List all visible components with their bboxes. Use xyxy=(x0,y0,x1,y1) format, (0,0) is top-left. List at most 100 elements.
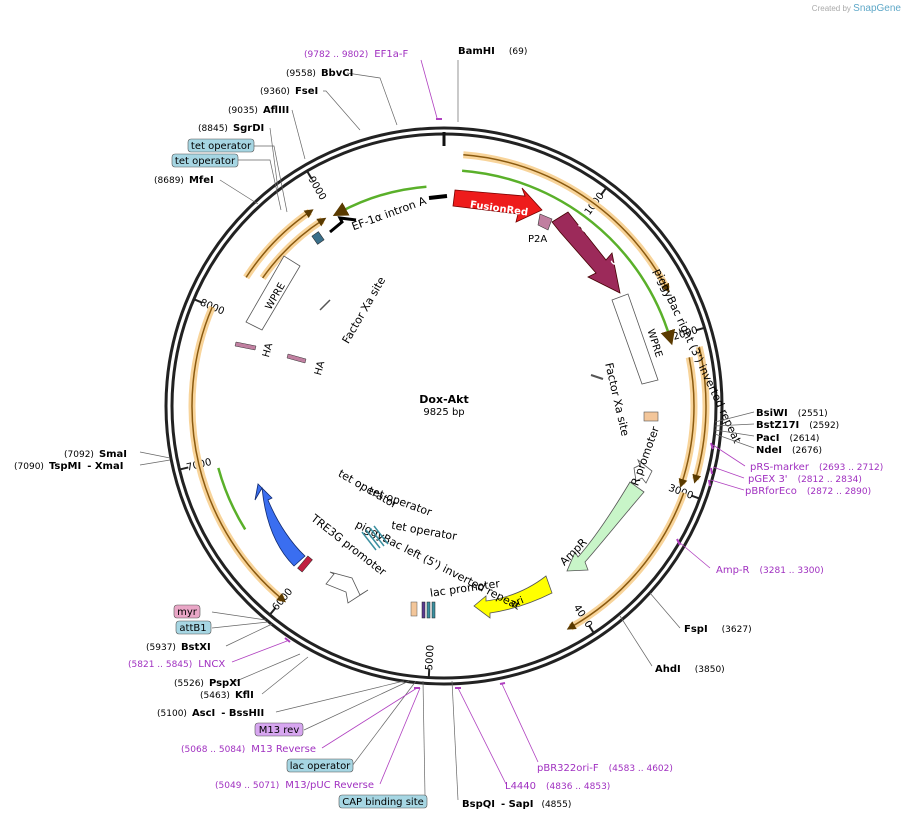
wpre-left-box xyxy=(245,255,301,331)
tick-mark xyxy=(306,171,313,180)
ha-left-arrow xyxy=(234,341,257,351)
tick-mark xyxy=(600,187,607,196)
site-bbvci-name: BbvCI xyxy=(321,68,353,79)
plasmid-size: 9825 bp xyxy=(423,407,464,418)
primer-pbr322ori-f-pos: (4583 .. 4602) xyxy=(609,764,673,774)
site-mfei: (8689)MfeI xyxy=(154,175,214,186)
site-kfli-name: KflI xyxy=(235,690,254,701)
credit-prefix: Created by xyxy=(811,4,851,13)
site-asci-name: AscI xyxy=(192,708,215,719)
tag-lac-operator: lac operator xyxy=(286,758,354,773)
site-fsei-name: FseI xyxy=(295,86,318,97)
ef1a-intron-label: EF-1α intron A xyxy=(350,194,429,233)
green-arc-top xyxy=(461,169,676,346)
site-bspqi-pos: (4855) xyxy=(541,800,571,810)
site-aflIII: (9035)AflIII xyxy=(228,105,289,116)
primer-amp-r: Amp-R(3281 .. 3300) xyxy=(716,565,824,576)
site-bamhi: BamHI (69) xyxy=(458,46,527,57)
ha-right-label: HA xyxy=(313,360,327,377)
tick-mark xyxy=(690,494,700,500)
factor-xa-right-mark xyxy=(590,374,604,380)
site-fsei-pos: (9360) xyxy=(260,87,290,97)
primer-pbrforeco: pBRforEco(2872 .. 2890) xyxy=(745,486,871,497)
orf-arc-right-outer xyxy=(692,346,707,484)
primer-pgex3: pGEX 3'(2812 .. 2834) xyxy=(748,474,862,485)
ori-arrow[interactable] xyxy=(473,575,553,619)
site-bamhi-name: BamHI xyxy=(458,46,495,57)
orf-arc-right-inner xyxy=(678,357,695,488)
site-tspmi-pos: (7090) xyxy=(14,462,44,472)
tick-mark xyxy=(194,298,203,304)
site-fspi-pos: (3627) xyxy=(722,625,752,635)
tag-tet-operator-2: tet operator xyxy=(171,153,239,168)
orf-arcs xyxy=(188,151,710,631)
site-asci: (5100)AscI- BssHII xyxy=(157,708,264,719)
site-bstxi-name: BstXI xyxy=(181,642,211,653)
ha-right-arrow xyxy=(286,353,307,364)
p2a-marker xyxy=(537,213,553,231)
site-pspxi-pos: (5526) xyxy=(174,679,204,689)
orf-arc-top xyxy=(463,153,670,293)
site-bamhi-pos: (69) xyxy=(509,47,527,57)
site-smai-pos: (7092) xyxy=(64,450,94,460)
primer-marks xyxy=(284,118,714,689)
site-fspi: FspI(3627) xyxy=(684,624,752,635)
site-tspmi-name: TspMI xyxy=(49,461,81,472)
lac-region-blocks xyxy=(410,601,436,619)
factor-xa-left-mark xyxy=(319,299,331,311)
snapgene-logo: SnapGene xyxy=(853,3,901,14)
primer-prs-marker-name: pRS-marker xyxy=(750,462,810,473)
tag-attb1: attB1 xyxy=(175,620,212,635)
site-mfei-name: MfeI xyxy=(189,175,214,186)
tag-m13-rev-label: M13 rev xyxy=(259,725,300,736)
primer-pgex3-pos: (2812 .. 2834) xyxy=(798,475,862,485)
tet-on-3g-arrow[interactable] xyxy=(551,211,621,294)
site-smai: (7092) SmaI xyxy=(64,449,127,460)
site-ndei-name: NdeI xyxy=(756,445,782,456)
wpre-right-box xyxy=(611,293,659,385)
p2a-label: P2A xyxy=(528,234,547,245)
tick-mark xyxy=(269,607,277,615)
primer-l4440: L4440 (4836 .. 4853) xyxy=(505,781,610,792)
primer-l4440-pos: (4836 .. 4853) xyxy=(546,782,610,792)
green-arc-left xyxy=(217,467,247,531)
site-ahdi-name: AhdI xyxy=(655,664,681,675)
primer-prs-marker: pRS-marker(2693 .. 2712) xyxy=(750,462,883,473)
site-ndei-pos: (2676) xyxy=(792,446,822,456)
ampr-promoter-arrow xyxy=(633,458,653,484)
site-kfli-pos: (5463) xyxy=(200,691,230,701)
site-bstz17i-pos: (2592) xyxy=(809,421,839,431)
site-bbvci-pos: (9558) xyxy=(286,69,316,79)
site-smai-name: SmaI xyxy=(99,449,127,460)
site-kfli: (5463) KflI xyxy=(200,690,254,701)
site-bspqi-name: BspQI xyxy=(462,799,495,810)
tagbfp-end-marker xyxy=(297,555,313,573)
tagbfp-arrow[interactable] xyxy=(254,483,306,567)
primer-m13-reverse-name: M13 Reverse xyxy=(251,744,316,755)
tag-m13-rev: M13 rev xyxy=(254,722,304,737)
tet-operator-cluster xyxy=(361,525,389,551)
site-ndei: NdeI (2676) xyxy=(756,445,822,456)
primer-m13-puc-reverse-name: M13/pUC Reverse xyxy=(285,780,374,791)
fusionred-arrow[interactable] xyxy=(452,187,543,223)
factor-xa-left-label: Factor Xa site xyxy=(340,274,389,345)
site-afliii-name: AflIII xyxy=(263,105,289,116)
ampr-arrow[interactable] xyxy=(566,481,645,572)
site-ahdi-pos: (3850) xyxy=(695,665,725,675)
orf-arc-upper-left-2 xyxy=(262,217,327,279)
primer-m13-reverse-pos: (5068 .. 5084) xyxy=(181,745,245,755)
site-paci-name: PacI xyxy=(756,433,779,444)
primer-amp-r-pos: (3281 .. 3300) xyxy=(760,566,824,576)
primer-pbr322ori-f: pBR322ori-F(4583 .. 4602) xyxy=(537,763,673,774)
site-bstxi: (5937)BstXI xyxy=(146,642,211,653)
primer-pbrforeco-name: pBRforEco xyxy=(745,486,797,497)
tag-myr-label: myr xyxy=(177,607,198,618)
site-sgrdi: (8845)SgrDI xyxy=(198,123,264,134)
tag-tet-operator-1-label: tet operator xyxy=(191,141,252,152)
factor-xa-right-label: Factor Xa site xyxy=(602,362,632,438)
site-paci-pos: (2614) xyxy=(789,434,819,444)
site-sapi-name: - SapI xyxy=(501,799,533,810)
primer-l4440-name: L4440 xyxy=(505,781,536,792)
orf-arc-upper-left-1 xyxy=(245,209,314,278)
ef1a-promoter-blocks xyxy=(311,194,448,245)
